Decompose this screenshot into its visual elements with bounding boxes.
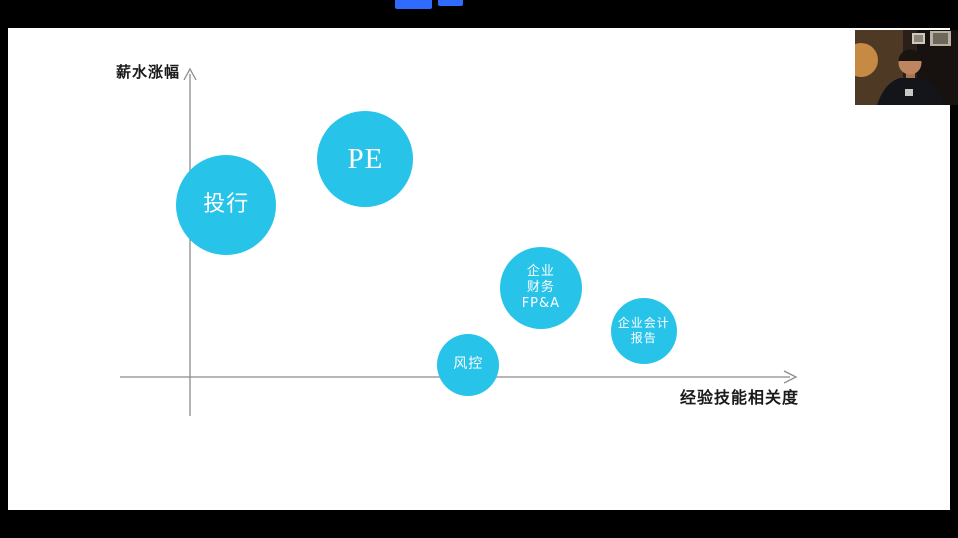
share-toolbar-fragment[interactable] — [438, 0, 463, 6]
participant-webcam[interactable] — [855, 30, 958, 105]
bubble-label-line: FP&A — [521, 296, 561, 312]
y-axis-label: 薪水涨幅 — [116, 63, 181, 81]
x-axis-label: 经验技能相关度 — [680, 388, 800, 407]
y-axis-arrow-icon — [183, 67, 197, 81]
bubble-label-line: 投行 — [203, 192, 250, 218]
chart-axes — [120, 67, 798, 416]
person-hair — [898, 49, 922, 61]
chart-bubble-corporate-accounting-reporting: 企业会计报告 — [610, 297, 677, 364]
bubble-label-line: PE — [347, 142, 384, 175]
lamp-glow — [855, 43, 878, 77]
bubble-label-line: 财务 — [526, 279, 555, 295]
bubble-label-line: 企业会计 — [617, 315, 670, 330]
shirt-logo — [905, 89, 913, 96]
webcam-video — [855, 30, 958, 105]
chart-bubble-investment-banking: 投行 — [176, 155, 277, 256]
person-neck — [906, 70, 915, 80]
x-axis-arrow-icon — [783, 370, 798, 384]
chart-bubble-risk-control: 风控 — [437, 333, 500, 396]
bubble-label-line: 企业 — [526, 263, 555, 279]
share-toolbar-fragment[interactable] — [395, 0, 432, 9]
chart-bubble-private-equity: PE — [317, 111, 414, 208]
bubble-label-line: 风控 — [453, 355, 484, 372]
bubble-label-line: 报告 — [630, 330, 657, 345]
